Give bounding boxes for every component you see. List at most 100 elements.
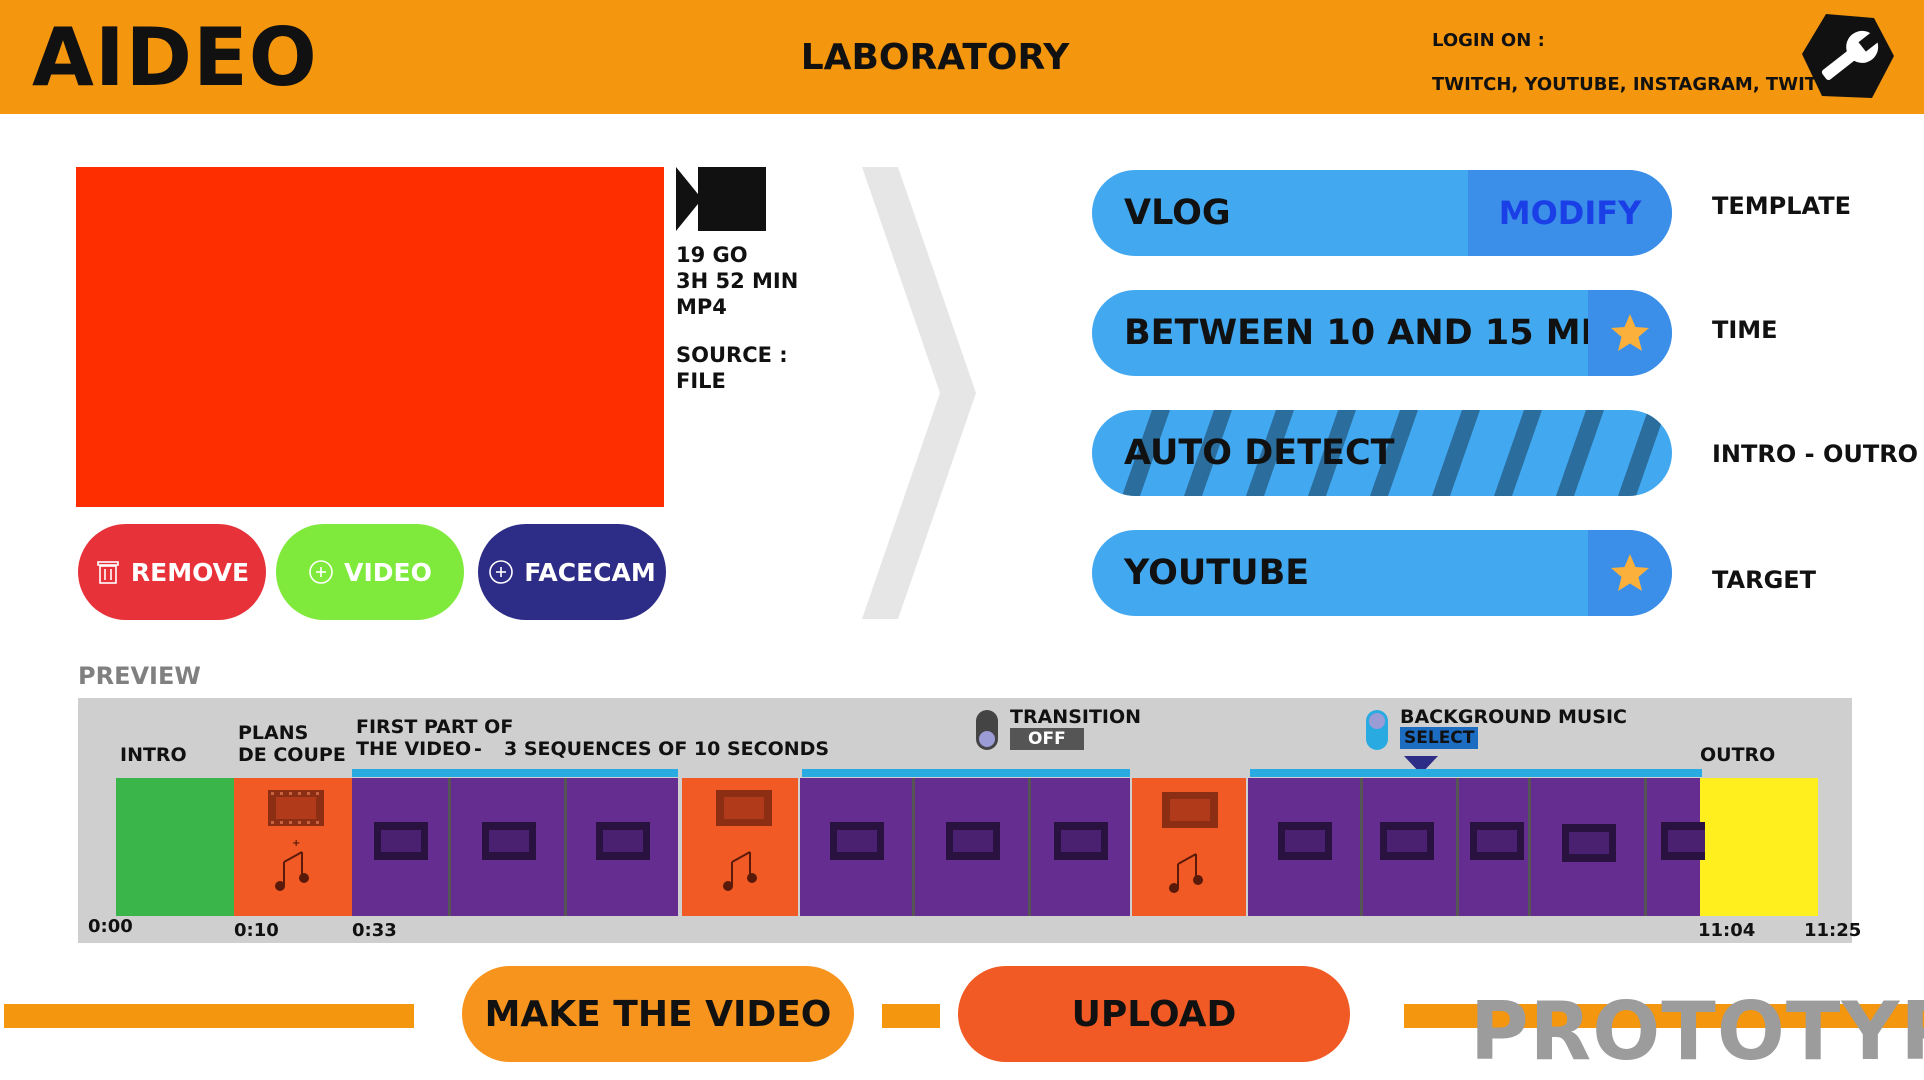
time-value: BETWEEN 10 AND 15 MIN <box>1124 313 1623 353</box>
time-intro-end: 0:10 <box>234 920 279 941</box>
film-icon <box>596 822 650 860</box>
make-video-button[interactable]: MAKE THE VIDEO <box>462 966 854 1062</box>
film-icon <box>1661 822 1705 860</box>
transition-label: TRANSITION <box>1010 706 1142 728</box>
add-facecam-button[interactable]: FACECAM <box>478 524 666 620</box>
sequence-bar <box>352 769 678 777</box>
cut-segment[interactable]: + <box>234 778 352 916</box>
source-value: FILE <box>676 369 726 393</box>
wrench-icon[interactable] <box>1800 12 1896 102</box>
segment-divider <box>564 778 567 916</box>
outro-segment[interactable] <box>1700 778 1818 916</box>
segment-divider <box>1360 778 1363 916</box>
plans-label-line2: DE COUPE <box>238 744 346 766</box>
film-icon <box>1162 792 1218 828</box>
time-favorite-button[interactable] <box>1588 290 1672 376</box>
first-part-label-line2: THE VIDEO <box>356 738 472 760</box>
segment-divider <box>1528 778 1531 916</box>
add-video-button[interactable]: VIDEO <box>276 524 464 620</box>
loading-stripes <box>1122 410 1666 496</box>
target-label: TARGET <box>1712 566 1817 594</box>
preview-heading: PREVIEW <box>78 662 201 690</box>
svg-text:+: + <box>292 838 300 849</box>
transition-toggle[interactable] <box>976 710 998 750</box>
music-note-icon <box>723 851 757 891</box>
first-part-label-line1: FIRST PART OF <box>356 716 514 738</box>
file-format: MP4 <box>676 295 727 319</box>
login-platforms-link[interactable]: TWITCH, YOUTUBE, INSTAGRAM, TWITTER <box>1432 74 1856 95</box>
time-start: 0:00 <box>88 916 133 937</box>
template-value: VLOG <box>1124 193 1231 233</box>
film-icon <box>268 790 324 826</box>
music-label: BACKGROUND MUSIC <box>1400 706 1627 728</box>
plus-circle-icon <box>309 560 333 584</box>
plus-circle-icon <box>489 560 514 584</box>
segment-divider <box>448 778 451 916</box>
time-first-part: 0:33 <box>352 920 397 941</box>
trash-icon <box>97 561 119 584</box>
add-video-button-label: VIDEO <box>344 557 432 587</box>
transition-state: OFF <box>1010 728 1084 750</box>
sequence-bar <box>1250 769 1702 777</box>
intro-label: INTRO <box>120 744 187 766</box>
remove-button-label: REMOVE <box>130 557 250 587</box>
target-value: YOUTUBE <box>1124 553 1310 593</box>
decorative-bar <box>1404 1004 1924 1028</box>
cut-segment[interactable] <box>1132 778 1246 916</box>
outro-label: OUTRO <box>1700 744 1776 766</box>
music-note-icon <box>1169 853 1203 893</box>
film-icon <box>716 790 772 826</box>
intro-outro-value: AUTO DETECT <box>1124 433 1395 473</box>
segment-divider <box>1644 778 1647 916</box>
intro-outro-selector[interactable]: AUTO DETECT <box>1092 410 1672 496</box>
time-outro-start: 11:04 <box>1698 920 1756 941</box>
sequences-label: 3 SEQUENCES OF 10 SECONDS <box>504 738 830 760</box>
dash-separator: - <box>474 738 482 760</box>
film-icon <box>1562 824 1616 862</box>
time-end: 11:25 <box>1804 920 1862 941</box>
file-duration: 3H 52 MIN <box>676 269 799 293</box>
film-icon <box>1054 822 1108 860</box>
film-icon <box>1278 822 1332 860</box>
file-size: 19 GO <box>676 243 748 267</box>
template-label: TEMPLATE <box>1712 192 1852 220</box>
sequence-bar <box>802 769 1130 777</box>
film-icon <box>1380 822 1434 860</box>
plans-label-line1: PLANS <box>238 722 309 744</box>
upload-button[interactable]: UPLOAD <box>958 966 1350 1062</box>
intro-segment[interactable] <box>116 778 234 916</box>
add-facecam-button-label: FACECAM <box>524 557 656 587</box>
remove-button[interactable]: REMOVE <box>78 524 266 620</box>
film-icon <box>482 822 536 860</box>
decorative-bar <box>4 1004 414 1028</box>
segment-divider <box>912 778 915 916</box>
film-icon <box>946 822 1000 860</box>
login-label: LOGIN ON : <box>1432 30 1545 51</box>
star-icon <box>1611 554 1649 591</box>
film-icon <box>374 822 428 860</box>
video-camera-icon <box>676 167 766 231</box>
segment-divider <box>1456 778 1459 916</box>
music-toggle[interactable] <box>1366 710 1388 750</box>
cut-segment[interactable] <box>682 778 798 916</box>
intro-outro-label: INTRO - OUTRO <box>1712 440 1919 468</box>
modify-template-button[interactable]: MODIFY <box>1468 170 1672 256</box>
music-select-button[interactable]: SELECT <box>1400 727 1479 749</box>
app-logo: AIDEO <box>32 11 318 104</box>
segment-divider <box>1028 778 1031 916</box>
music-note-icon: + <box>275 838 309 891</box>
time-selector[interactable]: BETWEEN 10 AND 15 MIN <box>1092 290 1672 376</box>
template-selector[interactable]: VLOG MODIFY <box>1092 170 1672 256</box>
target-favorite-button[interactable] <box>1588 530 1672 616</box>
app-header <box>0 0 1924 114</box>
decorative-bar <box>882 1004 940 1028</box>
target-selector[interactable]: YOUTUBE <box>1092 530 1672 616</box>
film-icon <box>830 822 884 860</box>
prototype-watermark: PROTOTYPE <box>1470 985 1924 1078</box>
star-icon <box>1611 314 1649 351</box>
caret-down-icon <box>1404 756 1438 774</box>
source-label: SOURCE : <box>676 343 788 367</box>
film-icon <box>1470 822 1524 860</box>
video-thumbnail[interactable] <box>76 167 664 507</box>
page-title: LABORATORY <box>800 37 1070 78</box>
